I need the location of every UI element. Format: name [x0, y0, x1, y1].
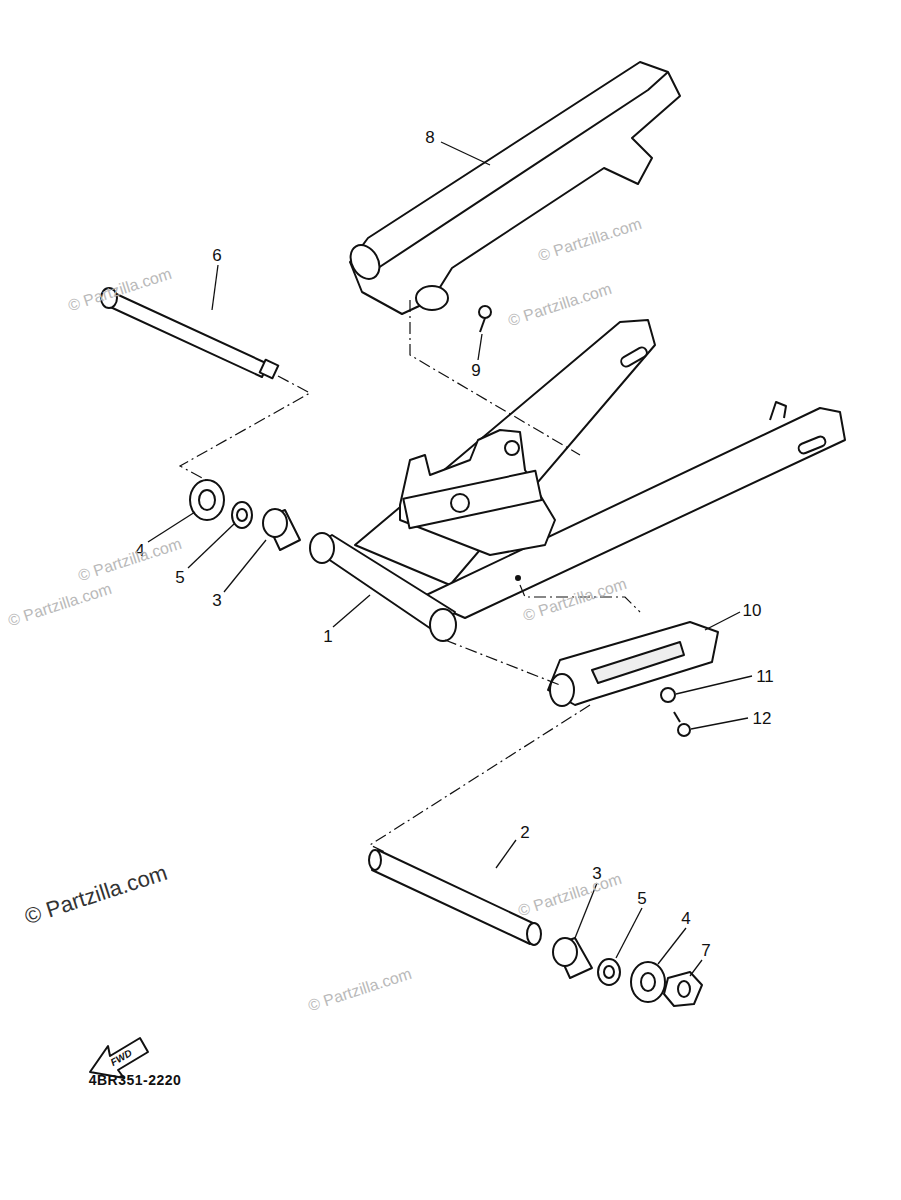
callout-number: 1 [323, 628, 332, 645]
callout-number: 9 [471, 362, 480, 379]
callout-number: 12 [753, 710, 772, 727]
watermark: © Partzilla.com [22, 862, 170, 929]
callout-number: 8 [425, 129, 434, 146]
watermark: © Partzilla.com [76, 536, 183, 585]
watermark: © Partzilla.com [516, 871, 623, 920]
watermark: © Partzilla.com [536, 216, 643, 265]
callout-number: 5 [637, 890, 646, 907]
callout-number: 7 [701, 942, 710, 959]
callout-number: 3 [212, 592, 221, 609]
callout-number: 4 [681, 910, 690, 927]
callout-number: 5 [175, 569, 184, 586]
callout-number: 6 [212, 247, 221, 264]
watermark: © Partzilla.com [306, 966, 413, 1015]
diagram-code: 4BR351-2220 [89, 1073, 182, 1087]
callout-number: 10 [743, 602, 762, 619]
callout-number: 11 [756, 668, 774, 685]
callout-number: 2 [520, 824, 529, 841]
watermark: © Partzilla.com [506, 281, 613, 330]
watermark: © Partzilla.com [6, 581, 113, 630]
